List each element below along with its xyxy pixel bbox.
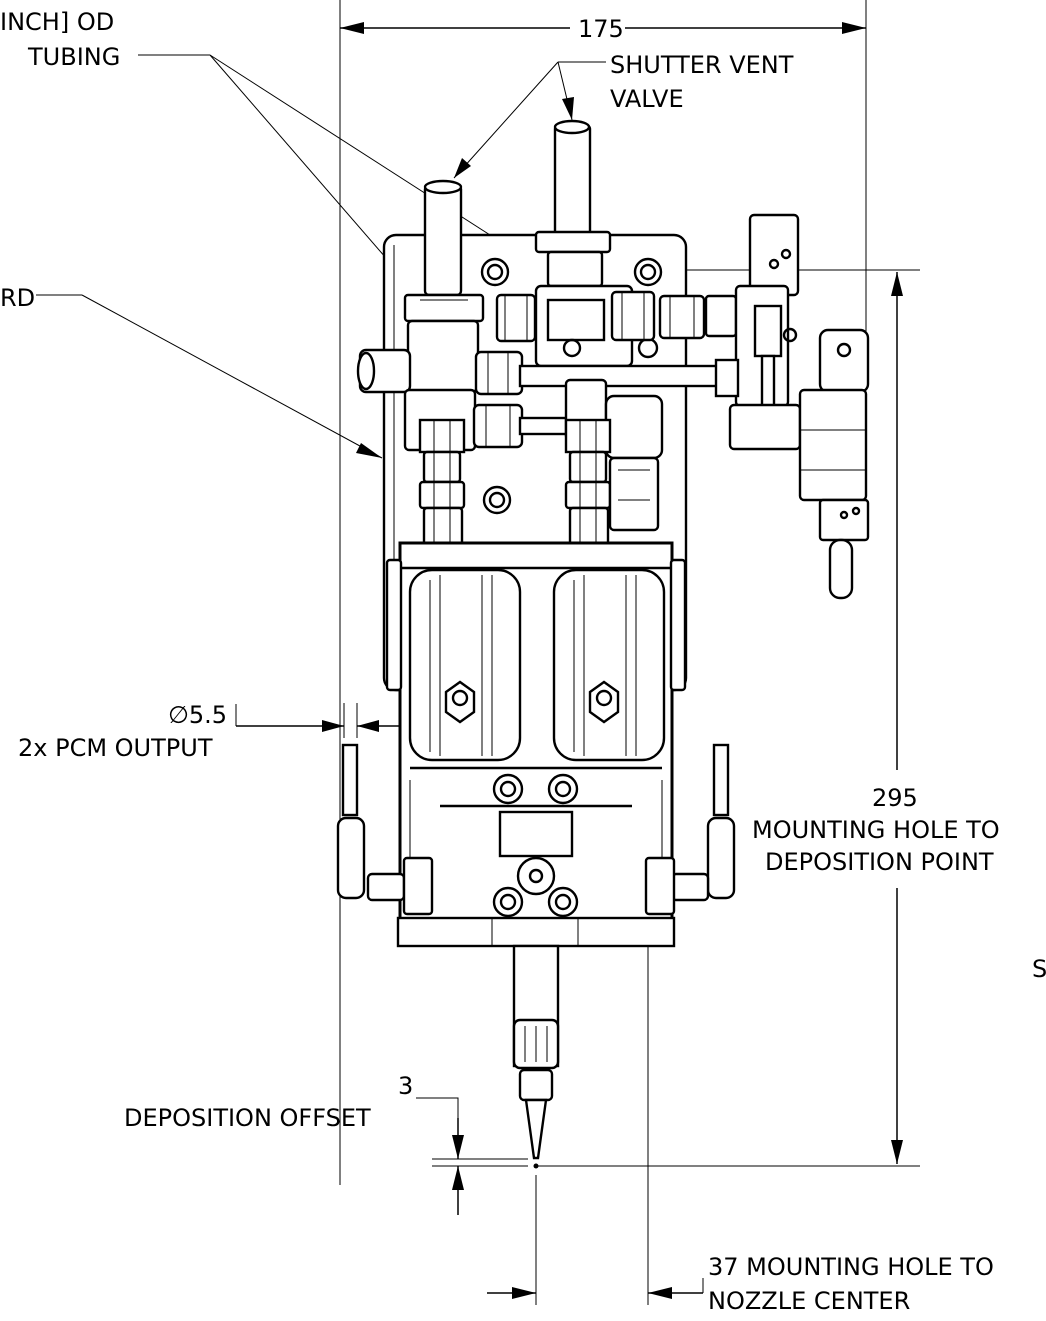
nozzle-offset-label-line2: NOZZLE CENTER	[708, 1287, 910, 1315]
deposition-offset-label: DEPOSITION OFFSET	[124, 1104, 371, 1132]
pcm-output-callout: ∅5.5 2x PCM OUTPUT	[18, 701, 402, 762]
height-dimension-value: 295	[872, 784, 918, 812]
bolt-upper-right	[547, 773, 579, 805]
bolt-upper-left	[492, 773, 524, 805]
fittings-top-row	[495, 290, 738, 343]
cartridge-nut-left	[444, 680, 476, 724]
fitting-column-left	[418, 418, 466, 560]
width-dimension: 175	[339, 0, 867, 1185]
horizontal-tube	[518, 364, 732, 388]
height-dimension: 295 MOUNTING HOLE TO DEPOSITION POINT	[536, 269, 1000, 1167]
pcm-output-label: 2x PCM OUTPUT	[18, 734, 213, 762]
cartridge-nut-right	[588, 680, 620, 724]
mounting-hole-left	[480, 257, 510, 287]
shutter-valve-label-line1: SHUTTER VENT	[610, 51, 794, 79]
edge-label-partial: S	[1032, 955, 1046, 983]
tubing-label-line2: TUBING	[27, 43, 120, 71]
bolt-lower-right	[547, 886, 579, 918]
pcm-connector-left	[336, 743, 434, 916]
pcm-diameter-label: ∅5.5	[168, 701, 227, 729]
shutter-vent-valve	[534, 119, 634, 368]
nozzle	[512, 944, 560, 1160]
deposition-offset-value: 3	[398, 1072, 413, 1100]
dispenser-body	[385, 541, 687, 948]
shutter-valve-assembly	[714, 213, 870, 600]
pcm-connector-right	[644, 743, 736, 916]
mounting-hole-lower	[482, 485, 512, 515]
label-plate	[498, 810, 574, 858]
height-dimension-label-line1: MOUNTING HOLE TO	[752, 816, 1000, 844]
valve-body-left	[356, 319, 524, 396]
tubing-callout: INCH] OD TUBING	[0, 8, 603, 312]
shutter-valve-callout: SHUTTER VENT VALVE	[453, 51, 794, 179]
nozzle-offset-label-line1: 37 MOUNTING HOLE TO	[708, 1253, 994, 1281]
board-callout: RD	[0, 284, 383, 459]
mounting-hole-right	[633, 257, 663, 287]
bolt-lower-left	[492, 886, 524, 918]
shutter-valve-label-line2: VALVE	[610, 85, 684, 113]
board-label-partial: RD	[0, 284, 35, 312]
center-fitting	[516, 856, 556, 896]
deposition-offset-dimension: 3 DEPOSITION OFFSET	[124, 1072, 539, 1215]
height-dimension-label-line2: DEPOSITION POINT	[765, 848, 994, 876]
fitting-column-right	[564, 418, 660, 560]
width-dimension-value: 175	[578, 15, 624, 43]
dispenser-assembly	[336, 119, 870, 1160]
tubing-stem-left	[403, 179, 485, 323]
tubing-label-line1: INCH] OD	[0, 8, 114, 36]
